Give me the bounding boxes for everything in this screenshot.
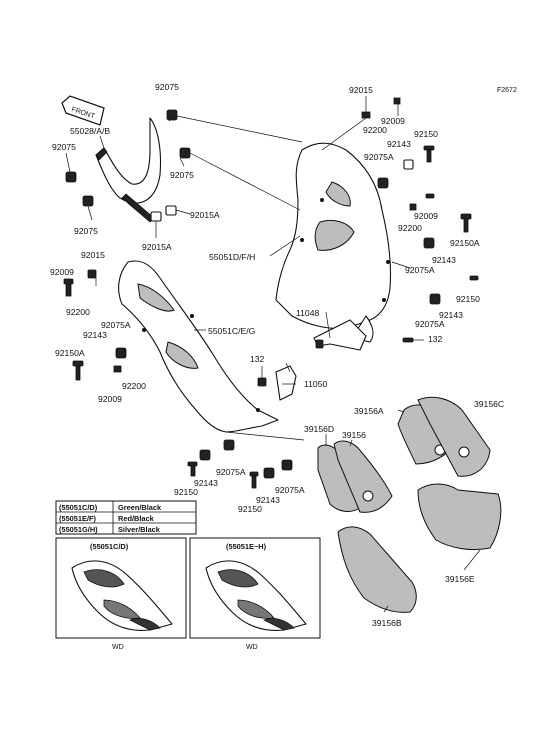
- callout-92015: 92015: [81, 250, 105, 260]
- insulator-39156B: [337, 526, 417, 613]
- inset-title: (55051C/D): [90, 542, 129, 551]
- color-code: (55051E/F): [59, 514, 97, 523]
- callout-92075a: 92075A: [415, 319, 445, 329]
- bracket-11048: [313, 319, 367, 351]
- callout-92009: 92009: [381, 116, 405, 126]
- callout-132: 132: [428, 334, 443, 344]
- color-code: (55051C/D): [59, 503, 98, 512]
- callout-55051d-f-h: 55051D/F/H: [209, 252, 255, 262]
- callout-92143: 92143: [256, 495, 280, 505]
- callout-labels: 92075 55028/A/B 92075 92075 92075 92015A…: [50, 82, 504, 628]
- callout-39156d: 39156D: [304, 424, 334, 434]
- callout-92015a: 92015A: [190, 210, 220, 220]
- callout-39156e: 39156E: [445, 574, 475, 584]
- hardware-right: [361, 97, 479, 343]
- callout-92075a: 92075A: [216, 467, 246, 477]
- callout-39156b: 39156B: [372, 618, 402, 628]
- callout-55028-a-b: 55028/A/B: [70, 126, 110, 136]
- callout-92143: 92143: [432, 255, 456, 265]
- inner-cowl-upper: [95, 117, 162, 223]
- lower-fairing-left: [118, 260, 279, 433]
- callout-92150: 92150: [174, 487, 198, 497]
- color-code: (55051G/H): [59, 525, 98, 534]
- callout-92075: 92075: [52, 142, 76, 152]
- callout-92009: 92009: [98, 394, 122, 404]
- inset-panel-1: (55051C/D) WD: [55, 537, 187, 651]
- callout-39156c: 39156C: [474, 399, 504, 409]
- insulator-39156C: [417, 396, 491, 477]
- callout-92150: 92150: [456, 294, 480, 304]
- callout-92075a: 92075A: [405, 265, 435, 275]
- callout-92075a: 92075A: [101, 320, 131, 330]
- front-arrow-icon: FRONT: [61, 95, 105, 126]
- diagram-code: F2672: [497, 87, 517, 94]
- callout-92009: 92009: [50, 267, 74, 277]
- callout-11048: 11048: [296, 308, 319, 318]
- callout-11050: 11050: [304, 379, 327, 389]
- callout-92015a: 92015A: [142, 242, 172, 252]
- color-table: (55051C/D) Green/Black (55051E/F) Red/Bl…: [55, 500, 197, 535]
- upper-fairing-right: [275, 142, 392, 343]
- callout-92143: 92143: [387, 139, 411, 149]
- callout-92150a: 92150A: [450, 238, 480, 248]
- grommet-set-upper: [65, 109, 191, 222]
- callout-55051c-e-g: 55051C/E/G: [208, 326, 256, 336]
- callout-132: 132: [250, 354, 265, 364]
- leader-lines: [65, 96, 481, 613]
- callout-92200: 92200: [66, 307, 90, 317]
- callout-92075: 92075: [74, 226, 98, 236]
- callout-92143: 92143: [83, 330, 107, 340]
- insulator-39156E: [417, 483, 502, 551]
- bracket-11050: [257, 365, 297, 401]
- callout-39156a: 39156A: [354, 406, 384, 416]
- callout-92150: 92150: [238, 504, 262, 514]
- hardware-left: [63, 269, 293, 489]
- callout-92150a: 92150A: [55, 348, 85, 358]
- callout-92075a: 92075A: [364, 152, 394, 162]
- callout-92200: 92200: [363, 125, 387, 135]
- callout-39156: 39156: [342, 430, 366, 440]
- color-name: Red/Black: [118, 514, 155, 523]
- callout-92200: 92200: [398, 223, 422, 233]
- callout-92075: 92075: [170, 170, 194, 180]
- callout-92075: 92075: [155, 82, 179, 92]
- inset-panel-2: (55051E~H) WD: [189, 537, 321, 651]
- callout-92015: 92015: [349, 85, 373, 95]
- callout-92143: 92143: [194, 478, 218, 488]
- color-name: Silver/Black: [118, 525, 161, 534]
- callout-92009: 92009: [414, 211, 438, 221]
- inset-footer: WD: [246, 644, 258, 651]
- callout-92150: 92150: [414, 129, 438, 139]
- callout-92075a: 92075A: [275, 485, 305, 495]
- inset-footer: WD: [112, 644, 124, 651]
- insulator-39156: [333, 440, 393, 513]
- color-name: Green/Black: [118, 503, 162, 512]
- inset-title: (55051E~H): [226, 542, 267, 551]
- callout-92200: 92200: [122, 381, 146, 391]
- callout-92143: 92143: [439, 310, 463, 320]
